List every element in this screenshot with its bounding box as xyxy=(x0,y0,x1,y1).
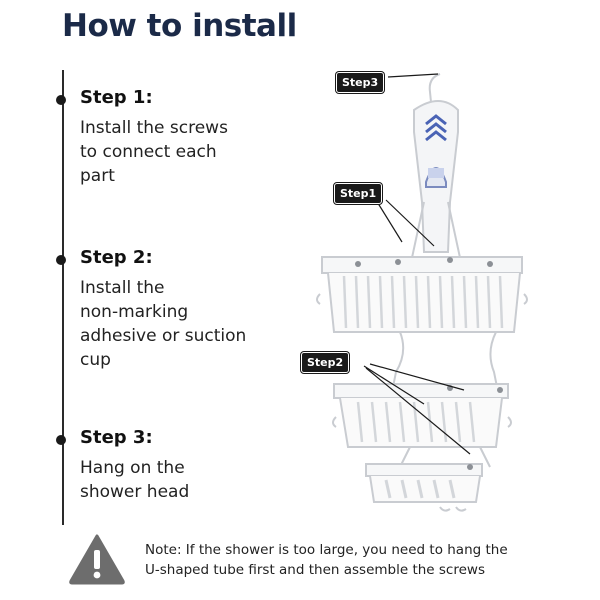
callout-step3: Step3 xyxy=(336,72,385,93)
page-title: How to install xyxy=(62,8,297,44)
step-1-bullet xyxy=(56,95,66,105)
step-1: Step 1: Install the screws to connect ea… xyxy=(56,86,280,188)
step-2-heading: Step 2: xyxy=(80,247,153,268)
step-2-text: Install the non-marking adhesive or suct… xyxy=(80,278,247,370)
callout-step1: Step1 xyxy=(334,183,383,204)
shower-caddy-illustration xyxy=(316,73,528,512)
warning-icon xyxy=(69,534,125,585)
step-2: Step 2: Install the non-marking adhesive… xyxy=(56,246,280,372)
step-3-text: Hang on the shower head xyxy=(80,458,190,502)
step-1-text: Install the screws to connect each part xyxy=(80,118,228,186)
callout-step2: Step2 xyxy=(301,352,350,373)
step-1-heading: Step 1: xyxy=(80,87,153,108)
timeline-line xyxy=(62,70,64,525)
note-text: Note: If the shower is too large, you ne… xyxy=(145,542,508,578)
step-3: Step 3: Hang on the shower head xyxy=(56,426,280,504)
step-3-bullet xyxy=(56,435,66,445)
step-3-heading: Step 3: xyxy=(80,427,153,448)
step-2-bullet xyxy=(56,255,66,265)
